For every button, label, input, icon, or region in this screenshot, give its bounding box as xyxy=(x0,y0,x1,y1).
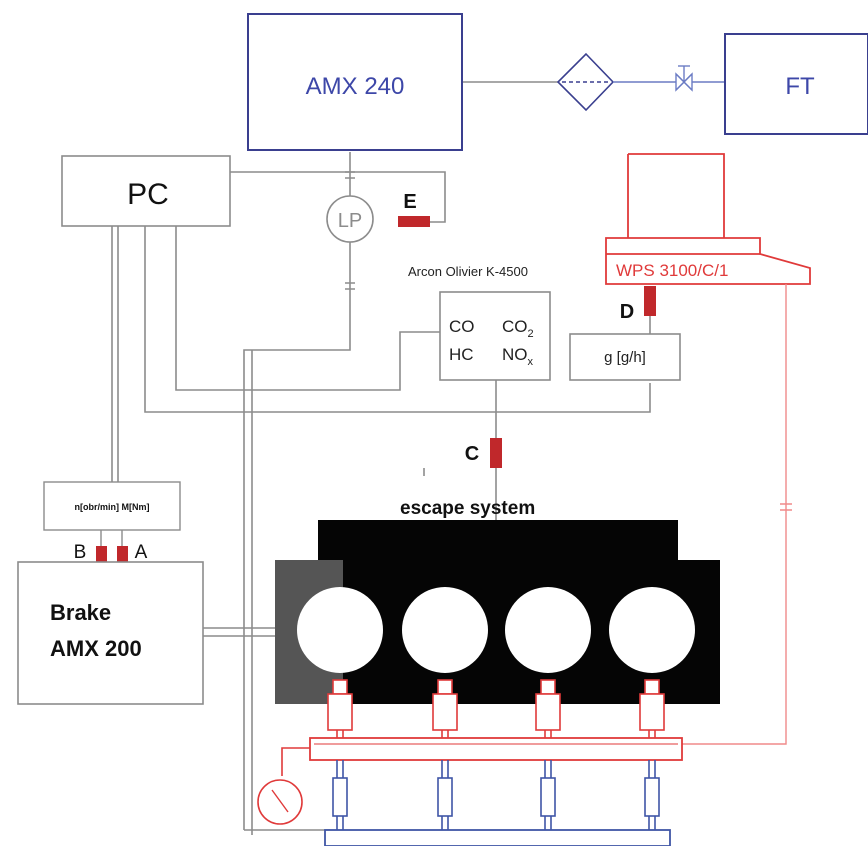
lp-connector-bottom xyxy=(345,282,355,290)
escape-label: escape system xyxy=(400,498,535,519)
speed-torque-box xyxy=(43,481,181,531)
brake-box xyxy=(17,561,204,705)
nox-label: NOx xyxy=(502,345,534,368)
blue-injector-4 xyxy=(644,760,660,830)
injectors-blue xyxy=(332,760,660,830)
cylinder-3 xyxy=(505,587,591,673)
analyzer-box xyxy=(439,291,551,381)
ft-box xyxy=(724,33,868,135)
amx240-box xyxy=(247,13,463,151)
lp-label: LP xyxy=(338,210,362,232)
marker-a: A xyxy=(135,542,148,563)
signal-lines xyxy=(111,81,651,835)
engine-block xyxy=(275,520,720,704)
cylinder-4 xyxy=(609,587,695,673)
wps-label: WPS 3100/C/1 xyxy=(616,261,728,280)
speed-torque-label: n[obr/min] M[Nm] xyxy=(75,502,150,512)
marker-e: E xyxy=(403,191,416,213)
brake-label-1: Brake xyxy=(50,600,111,625)
cylinder-2 xyxy=(402,587,488,673)
filter-icon xyxy=(556,52,615,112)
fuel-return-line xyxy=(682,284,787,745)
wps-scale xyxy=(605,153,811,285)
injectors-red xyxy=(327,679,665,738)
injector-4 xyxy=(639,679,665,738)
valve-icon xyxy=(675,65,693,92)
fuel-line-connector xyxy=(780,503,792,511)
injector-2 xyxy=(432,679,458,738)
brake-label-2: AMX 200 xyxy=(50,636,142,661)
fuel-rail xyxy=(309,737,683,761)
marker-b: B xyxy=(74,542,87,563)
sensor-d xyxy=(644,286,656,316)
sensor-e xyxy=(398,216,430,227)
sensor-c xyxy=(490,438,502,468)
return-rail xyxy=(324,829,671,846)
pc-label: PC xyxy=(127,178,169,211)
blue-injector-3 xyxy=(540,760,556,830)
amx240-label: AMX 240 xyxy=(306,73,405,100)
pc-box xyxy=(61,155,231,227)
co-label: CO xyxy=(449,317,475,336)
marker-c: C xyxy=(465,443,479,465)
pressure-gauge-icon xyxy=(257,747,310,825)
lp-pump: LP xyxy=(326,195,374,243)
cylinder-1 xyxy=(297,587,383,673)
flowmeter-label: g [g/h] xyxy=(604,349,646,366)
lp-connector-top xyxy=(345,171,355,179)
flowmeter-box xyxy=(569,333,681,381)
blue-injector-2 xyxy=(437,760,453,830)
injector-1 xyxy=(327,679,353,738)
blue-injector-1 xyxy=(332,760,348,830)
co2-label: CO2 xyxy=(502,317,534,340)
brake-sensor-lines xyxy=(100,530,123,546)
injector-3 xyxy=(535,679,561,738)
ft-label: FT xyxy=(785,73,815,100)
arcon-label: Arcon Olivier K-4500 xyxy=(408,264,528,279)
hc-label: HC xyxy=(449,345,474,364)
marker-d: D xyxy=(620,301,634,323)
